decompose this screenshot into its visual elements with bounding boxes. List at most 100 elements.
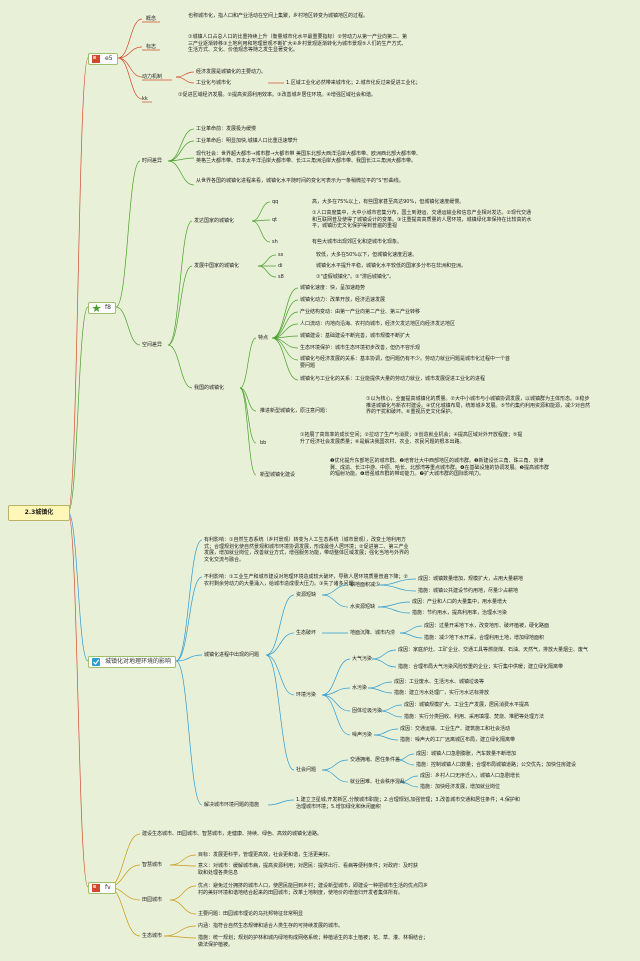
employment-measure: 措施：加快经济发展，增加就业岗位 xyxy=(420,784,501,790)
connector-54 xyxy=(377,601,411,608)
positive-impact: 有利影响：①自然生态系统（乡村景观）转变为人工生态系统（城市景观），改变土地利用… xyxy=(204,537,410,563)
branch-environment-impact[interactable]: 城镇化对地理环境的影响 xyxy=(88,656,177,668)
node-water-pollution[interactable]: 水污染 xyxy=(352,685,368,691)
branch-fv[interactable]: fv xyxy=(88,882,116,894)
air-measure: 措施：合理布局大气污染风险较重的企业；实行集中供暖；建立绿化隔离带 xyxy=(398,664,564,670)
negative-impact: 不利影响：①工业生产和城市建设对地理环境造成较大破坏，导致人居环境质量普遍下降；… xyxy=(204,574,408,587)
connector-21 xyxy=(167,220,193,346)
node-farmland-loss[interactable]: 耕地面积减少 xyxy=(350,582,381,588)
connector-13 xyxy=(175,76,195,84)
garden-city-problem: 主要问题：田园城市理论的乌托邦特征非常明显 xyxy=(198,911,304,917)
connector-45 xyxy=(175,660,203,806)
concept-detail: 也称城市化，指人口和产业活动在空间上集聚，乡村地区转变为城镇地区的过程。 xyxy=(188,13,369,19)
node-ecological-damage[interactable]: 生态破坏 xyxy=(296,630,317,636)
connector-87 xyxy=(163,935,197,939)
node-garden-city[interactable]: 田园城市 xyxy=(142,897,163,903)
bb-detail: ①拓展了高效率的成长空间；②拉动了生产与消费；③创造就业机会；④提高区域对外开放… xyxy=(300,432,523,445)
node-bb[interactable]: bb xyxy=(260,440,267,446)
flag-icon xyxy=(92,884,100,892)
node-spatial-difference[interactable]: 空间差异 xyxy=(142,342,163,348)
node-air-pollution[interactable]: 大气污染 xyxy=(352,656,373,662)
connector-55 xyxy=(377,606,411,614)
modern-society: 现代社会：世界超大都市→城市群→大都市带 美国东北部大西洋沿岸大都市带、欧洲西北… xyxy=(196,151,421,164)
connector-23 xyxy=(167,344,193,389)
connector-26 xyxy=(251,220,271,243)
connector-41 xyxy=(271,337,299,381)
node-developing-countries[interactable]: 发展中国家的城镇化 xyxy=(194,263,240,269)
connector-43 xyxy=(175,576,203,662)
connector-24 xyxy=(251,201,271,222)
green-urbanization-note: 建设生态城市、田园城市、智慧城市，走健康、持续、绿色、高效的城镇化道路。 xyxy=(142,831,323,837)
node-industrialization[interactable]: 工业化与城市化 xyxy=(196,80,232,86)
connector-77 xyxy=(267,799,295,806)
node-resource-shortage[interactable]: 资源短缺 xyxy=(296,592,317,598)
connector-48 xyxy=(265,654,295,696)
node-features[interactable]: 特点 xyxy=(258,335,269,341)
root-node[interactable]: 2.3城镇化 xyxy=(8,505,70,521)
node-urbanization-problems[interactable]: 城镇化进程中出现的问题 xyxy=(204,652,260,658)
check-icon xyxy=(92,658,100,666)
connector-68 xyxy=(379,710,403,718)
connector-76 xyxy=(399,781,419,788)
key-sh: sh xyxy=(272,239,278,245)
star-icon xyxy=(92,304,101,312)
connector-74 xyxy=(397,759,415,766)
connector-85 xyxy=(169,899,197,915)
node-solid-waste[interactable]: 固体垃圾污染 xyxy=(352,708,383,714)
node-time-difference[interactable]: 时间差异 xyxy=(142,158,163,164)
connector-58 xyxy=(399,632,423,639)
node-new-urbanization-construction[interactable]: 新型城镇化建设 xyxy=(260,472,296,478)
connector-35 xyxy=(271,299,299,339)
noise-measure: 措施：噪声大的工厂远离城区布局，建立绿化隔离带 xyxy=(400,737,516,743)
industrialization-detail: 1.区域工业化必然带来城市化；2.城市化反过来促进工业化； xyxy=(286,80,421,86)
branch-e5[interactable]: e5 xyxy=(88,53,118,65)
air-cause: 成因：家庭炉灶、工矿企业、交通工具等燃烧煤、石油、天然气，排放大量烟尘、废气 xyxy=(398,647,589,653)
connector-69 xyxy=(373,728,399,736)
node-driving-mechanism[interactable]: 动力机制 xyxy=(142,74,163,80)
connector-2 xyxy=(67,511,89,662)
branch-f8[interactable]: f8 xyxy=(88,302,116,314)
connector-83 xyxy=(169,864,197,867)
key-di: di xyxy=(278,263,283,269)
node-employment[interactable]: 就业困难、社会秩序混乱 xyxy=(350,779,406,785)
water-cause: 成因：产业和人口的大量集中，用水量增大 xyxy=(412,599,508,605)
water-pollution-measure: 措施：建立污水处理厂，实行污水达标排放 xyxy=(394,690,490,696)
node-noise-pollution[interactable]: 噪声污染 xyxy=(352,732,373,738)
connector-49 xyxy=(265,654,295,771)
connector-19 xyxy=(167,157,195,162)
node-kk[interactable]: kk xyxy=(142,96,148,102)
water-pollution-cause: 成因：工业废水、生活污水、城镇垃圾等 xyxy=(394,679,485,685)
node-environmental-pollution[interactable]: 环境污染 xyxy=(296,692,317,698)
connector-47 xyxy=(265,632,295,656)
connector-65 xyxy=(367,681,393,689)
connector-51 xyxy=(321,594,349,608)
node-solutions[interactable]: 解决城市环境问题的措施 xyxy=(204,802,260,808)
node-social-problems[interactable]: 社会问题 xyxy=(296,767,317,773)
connector-71 xyxy=(321,759,349,771)
connector-37 xyxy=(271,323,299,339)
node-concept[interactable]: 概念 xyxy=(146,16,157,22)
node-developed-countries[interactable]: 发达国家的城镇化 xyxy=(194,218,235,224)
node-land-subsidence[interactable]: 地面沉降、城市内涝 xyxy=(350,630,396,636)
node-traffic-housing[interactable]: 交通拥堵、居住条件差 xyxy=(350,757,401,763)
connector-17 xyxy=(167,128,195,162)
connector-40 xyxy=(271,337,299,361)
node-marks[interactable]: 标志 xyxy=(146,44,157,50)
connector-12 xyxy=(175,71,195,78)
connector-72 xyxy=(321,769,349,783)
connector-59 xyxy=(321,658,351,696)
node-china-urbanization[interactable]: 我国的城镇化 xyxy=(194,385,225,391)
node-eco-city[interactable]: 生态城市 xyxy=(142,933,163,939)
node-new-urbanization-issues[interactable]: 推进新型城镇化，原注意问题： xyxy=(260,408,331,414)
node-smart-city[interactable]: 智慧城市 xyxy=(142,862,163,868)
feature-ecology: 生态环境保护：城市生态环境初步改善，但仍不容乐观 xyxy=(300,345,421,351)
connector-34 xyxy=(271,287,299,339)
connector-84 xyxy=(169,885,197,901)
branch-label: f8 xyxy=(105,304,111,311)
node-water-shortage[interactable]: 水资源短缺 xyxy=(350,604,376,610)
developed-level: 高，大多在75%以上，有些国家甚至高达90%，但城镇化速度缓慢。 xyxy=(312,199,465,205)
feature-migration: 人口流动：内地向沿海、农村向城市，经济欠发达地区向经济发达地区 xyxy=(300,321,456,327)
connector-27 xyxy=(257,254,277,267)
connector-22 xyxy=(167,265,193,346)
